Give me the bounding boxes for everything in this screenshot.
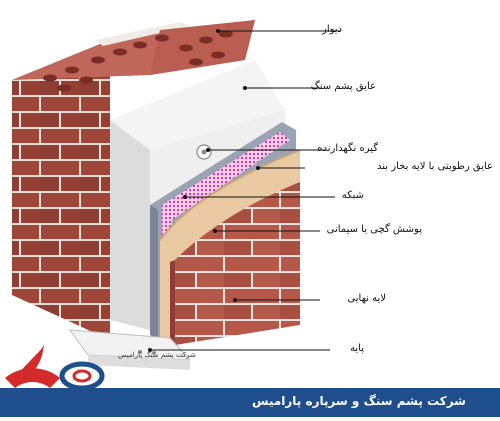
- watermark-text: شرکت پشم سنگ پارامیس: [118, 351, 196, 359]
- company-name: شرکت پشم سنگ و سرپاره پارامیس: [251, 394, 466, 408]
- footer-banner: شرکت پشم سنگ و سرپاره پارامیس: [0, 388, 500, 417]
- label-stone-wool: عایق پشم سنگ: [310, 81, 376, 92]
- anchor-clip: [196, 144, 212, 160]
- label-vapor-barrier: عایق رطوبتی با لایه بخار بند: [377, 161, 493, 172]
- label-plaster: پوشش گچی یا سیمانی: [326, 224, 422, 235]
- label-mesh: شبکه: [341, 190, 364, 201]
- leader-dots: [148, 29, 260, 352]
- brick-wall-top: [12, 20, 255, 92]
- finish-brick-layer: [170, 182, 300, 345]
- label-finish: لایه نهایی: [347, 293, 386, 304]
- base-rail: [68, 329, 192, 370]
- brick-wall-side: [12, 40, 110, 340]
- label-anchor: گیره نگهدارنده: [317, 143, 378, 154]
- leader-lines: [150, 30, 340, 351]
- label-wall: دیوار: [321, 24, 342, 35]
- label-base: پایه: [350, 343, 364, 354]
